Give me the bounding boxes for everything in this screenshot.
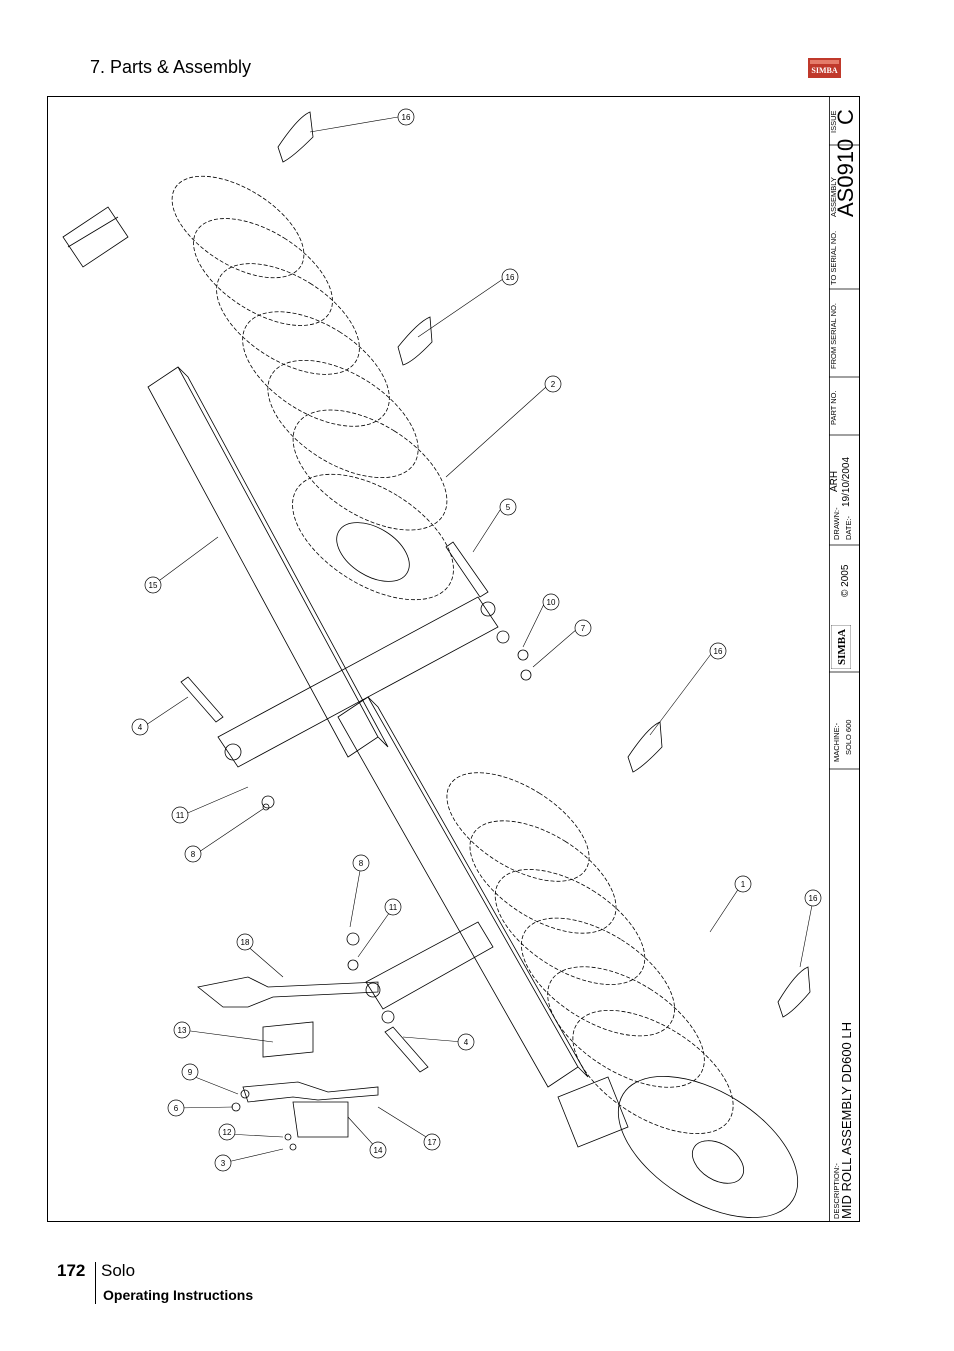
svg-text:11: 11 xyxy=(176,811,185,820)
callout-6: 6 xyxy=(167,1099,185,1117)
svg-text:13: 13 xyxy=(178,1026,187,1035)
svg-text:5: 5 xyxy=(506,503,511,512)
callout-12: 12 xyxy=(218,1123,236,1141)
callout-18: 18 xyxy=(236,933,254,951)
drawing-description: MID ROLL ASSEMBLY DD600 LH xyxy=(839,1021,854,1219)
svg-text:14: 14 xyxy=(374,1146,383,1155)
svg-text:SIMBA: SIMBA xyxy=(836,629,848,665)
callout-17: 17 xyxy=(423,1133,441,1151)
date-value: 19/10/2004 xyxy=(841,456,852,507)
machine-value: SOLO 600 xyxy=(844,719,853,755)
svg-text:7: 7 xyxy=(581,624,586,633)
svg-text:9: 9 xyxy=(188,1068,193,1077)
callout-14: 14 xyxy=(369,1141,387,1159)
callout-3: 3 xyxy=(214,1154,232,1172)
section-title: 7. Parts & Assembly xyxy=(90,57,252,77)
callout-8-a: 8 xyxy=(184,845,202,863)
machine-label: MACHINE:- xyxy=(832,722,841,762)
svg-text:2: 2 xyxy=(551,380,556,389)
callout-13: 13 xyxy=(173,1021,191,1039)
svg-text:16: 16 xyxy=(506,273,515,282)
callout-10: 10 xyxy=(542,593,560,611)
svg-text:12: 12 xyxy=(223,1128,232,1137)
from-serial-label: FROM SERIAL NO. xyxy=(829,303,838,369)
callout-16-d: 16 xyxy=(804,889,822,907)
svg-text:17: 17 xyxy=(428,1138,437,1147)
page-number: 172 xyxy=(57,1261,86,1280)
to-serial-label: TO SERIAL NO. xyxy=(829,230,838,285)
svg-text:4: 4 xyxy=(138,723,143,732)
callout-11-a: 11 xyxy=(171,806,189,824)
footer-divider xyxy=(95,1262,96,1304)
svg-text:8: 8 xyxy=(359,859,364,868)
svg-text:11: 11 xyxy=(389,903,398,912)
copyright: © 2005 xyxy=(840,564,851,597)
svg-text:SIMBA: SIMBA xyxy=(811,66,837,75)
callout-4-a: 4 xyxy=(131,718,149,736)
date-label: DATE:- xyxy=(844,515,853,540)
callout-5: 5 xyxy=(499,498,517,516)
callout-16-b: 16 xyxy=(501,268,519,286)
callout-16-a: 16 xyxy=(397,108,415,126)
drawing-frame xyxy=(47,96,860,1222)
issue-value: C xyxy=(833,109,858,125)
svg-text:15: 15 xyxy=(149,581,158,590)
callout-9: 9 xyxy=(181,1063,199,1081)
drawn-label: DRAWN:- xyxy=(832,507,841,540)
simba-logo-icon: SIMBA xyxy=(831,625,851,669)
assembly-number: AS0910 xyxy=(833,138,858,217)
callout-8-b: 8 xyxy=(352,854,370,872)
callout-4-b: 4 xyxy=(457,1033,475,1051)
callout-11-b: 11 xyxy=(384,898,402,916)
drawn-by: ARH xyxy=(829,470,840,492)
title-block-lines xyxy=(829,97,859,1221)
callout-2: 2 xyxy=(544,375,562,393)
svg-text:4: 4 xyxy=(464,1038,469,1047)
callout-16-c: 16 xyxy=(709,642,727,660)
part-no-label: PART NO. xyxy=(829,390,838,425)
svg-text:1: 1 xyxy=(741,880,746,889)
simba-logo-icon: SIMBA xyxy=(808,58,841,78)
svg-text:6: 6 xyxy=(174,1104,179,1113)
svg-text:16: 16 xyxy=(809,894,818,903)
exploded-assembly-drawing: 16 16 2 5 15 10 7 16 4 11 8 1 16 8 11 18… xyxy=(62,108,822,1218)
svg-text:10: 10 xyxy=(547,598,556,607)
svg-text:16: 16 xyxy=(402,113,411,122)
footer-product: Solo xyxy=(101,1261,136,1280)
footer-subtitle: Operating Instructions xyxy=(103,1287,254,1303)
callout-15: 15 xyxy=(144,576,162,594)
svg-text:18: 18 xyxy=(241,938,250,947)
svg-text:3: 3 xyxy=(221,1159,226,1168)
callout-1: 1 xyxy=(734,875,752,893)
title-block: DESCRIPTION:- MID ROLL ASSEMBLY DD600 LH… xyxy=(829,97,859,1221)
svg-text:16: 16 xyxy=(714,647,723,656)
svg-text:8: 8 xyxy=(191,850,196,859)
callout-7: 7 xyxy=(574,619,592,637)
